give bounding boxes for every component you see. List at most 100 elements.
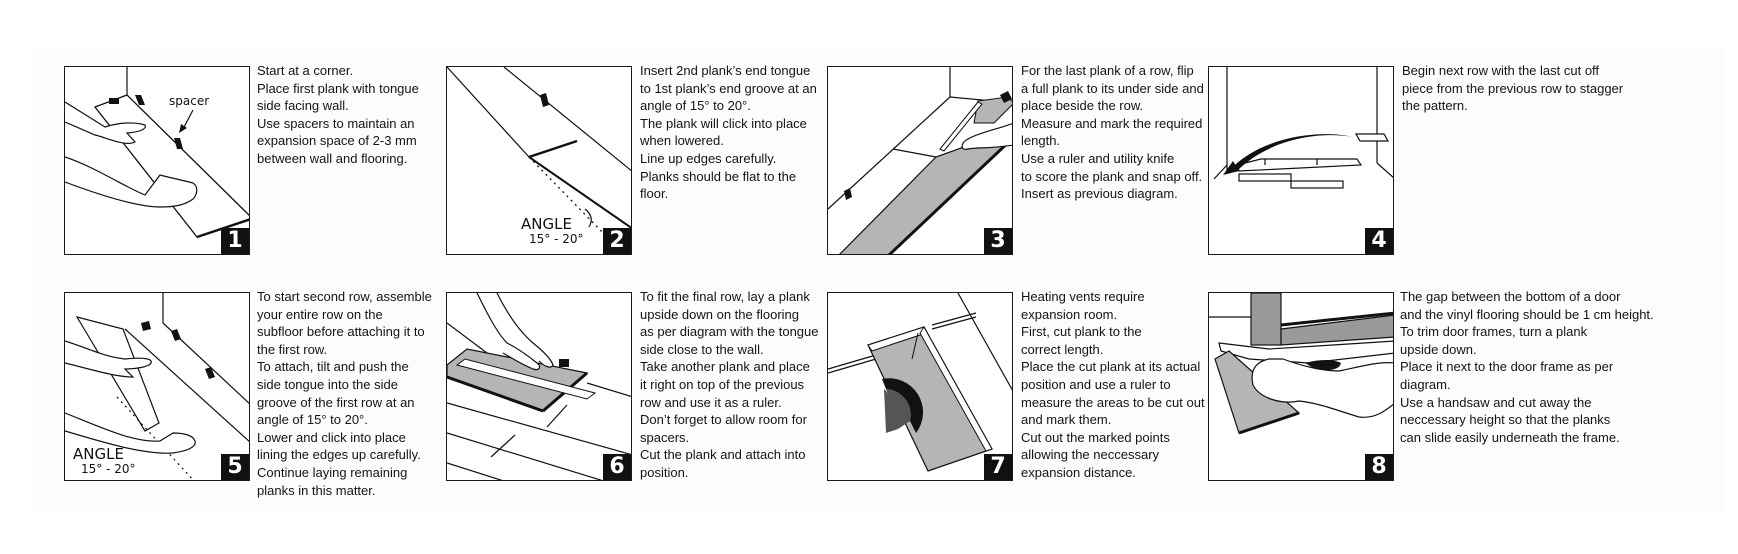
instruction-line: lining the edges up carefully. — [257, 447, 421, 463]
instruction-line: Begin next row with the last cut off — [1402, 63, 1600, 78]
instruction-line: Lower and click into place — [257, 429, 406, 445]
step-number-badge: 7 — [984, 454, 1012, 480]
instruction-line: Planks should be flat to the — [640, 168, 797, 184]
door-frame — [1250, 293, 1282, 346]
instruction-line: The plank will click into place — [640, 115, 807, 131]
step-panel-2: ANGLE 15° - 20° 2 — [446, 66, 632, 255]
instruction-line: side facing wall. — [257, 98, 349, 114]
step-number-badge: 4 — [1365, 228, 1393, 254]
instruction-line: Start at a corner. — [257, 63, 354, 78]
utility-knife-icon — [939, 101, 983, 152]
step-8-illustration: 8 — [1208, 292, 1394, 481]
step-number-badge: 2 — [603, 228, 631, 254]
step-panel-4: 4 — [1208, 66, 1394, 255]
step-1-illustration: spacer 1 — [64, 66, 250, 255]
step-3-instructions: For the last plank of a row, flip a full… — [1021, 62, 1204, 203]
spacer-label: spacer — [169, 94, 209, 108]
instruction-line: Cut out the marked points — [1021, 429, 1170, 445]
instruction-line: allowing the neccessary — [1021, 447, 1160, 463]
instruction-line: First, cut plank to the — [1021, 324, 1142, 340]
instruction-line: angle of 15° to 20°. — [257, 412, 368, 428]
instruction-line: can slide easily underneath the frame. — [1400, 429, 1620, 445]
step-7-illustration: 7 — [827, 292, 1013, 481]
angle-label: ANGLE — [521, 215, 572, 233]
instruction-line: To start second row, assemble — [257, 289, 432, 304]
instruction-line: Use a ruler and utility knife — [1021, 150, 1175, 166]
spacer-block — [1000, 91, 1012, 103]
step-2-illustration: ANGLE 15° - 20° 2 — [446, 66, 632, 255]
instruction-line: side close to the wall. — [640, 341, 764, 357]
hand-icon — [1251, 358, 1393, 418]
heating-vent-icon — [886, 389, 911, 429]
plank-placement-drawing: spacer — [65, 67, 249, 239]
instruction-line: For the last plank of a row, flip — [1021, 63, 1194, 78]
instruction-line: correct length. — [1021, 341, 1104, 357]
step-6-instructions: To fit the final row, lay a plank upside… — [640, 288, 819, 482]
step-number-badge: 6 — [603, 454, 631, 480]
angle-range-label: 15° - 20° — [529, 232, 584, 246]
step-panel-8: 8 — [1208, 292, 1394, 481]
instruction-line: it right on top of the previous — [640, 376, 805, 392]
hand-icon — [65, 412, 196, 454]
instruction-line: upside down on the flooring — [640, 306, 800, 322]
instruction-line: Place the cut plank at its actual — [1021, 359, 1201, 375]
cut-off-piece — [1354, 133, 1390, 142]
step-number-badge: 1 — [221, 228, 249, 254]
instruction-line: position and use a ruler to — [1021, 376, 1171, 392]
instruction-line: Don’t forget to allow room for — [640, 412, 807, 428]
instruction-line: The gap between the bottom of a door — [1400, 289, 1621, 304]
spacer-block — [109, 98, 119, 104]
spacer-block — [540, 93, 549, 107]
instruction-line: groove of the first row at an — [257, 394, 415, 410]
instruction-line: to 1st plank’s end groove at an — [640, 80, 817, 96]
instruction-line: Cut the plank and attach into — [640, 447, 806, 463]
hand-icon — [65, 156, 198, 208]
instruction-line: To attach, tilt and push the — [257, 359, 409, 375]
step-panel-1: spacer 1 — [64, 66, 250, 255]
step-5-instructions: To start second row, assemble your entir… — [257, 288, 432, 499]
instruction-line: measure the areas to be cut out — [1021, 394, 1205, 410]
angle-label: ANGLE — [73, 445, 124, 463]
step-7-instructions: Heating vents require expansion room. Fi… — [1021, 288, 1205, 482]
instruction-line: expansion room. — [1021, 306, 1118, 322]
door-frame-trim-drawing — [1209, 293, 1393, 435]
step-panel-7: 7 — [827, 292, 1013, 481]
spacer-block — [171, 329, 181, 341]
instruction-line: diagram. — [1400, 376, 1451, 392]
step-6-illustration: 6 — [446, 292, 632, 481]
step-panel-6: 6 — [446, 292, 632, 481]
instruction-line: neccessary height so that the planks — [1400, 412, 1611, 428]
instruction-line: your entire row on the — [257, 306, 383, 322]
instruction-line: planks in this matter. — [257, 482, 376, 498]
instruction-line: expansion space of 2-3 mm — [257, 133, 417, 149]
instruction-line: to score the plank and snap off. — [1021, 168, 1203, 184]
instruction-line: Use spacers to maintain an — [257, 115, 415, 131]
instruction-line: a full plank to its under side and — [1021, 80, 1204, 96]
step-2-instructions: Insert 2nd plank’s end tongue to 1st pla… — [640, 62, 817, 203]
step-1-instructions: Start at a corner. Place first plank wit… — [257, 62, 419, 168]
instruction-line: piece from the previous row to stagger — [1402, 80, 1624, 96]
instruction-line: as per diagram with the tongue — [640, 324, 819, 340]
instruction-line: Line up edges carefully. — [640, 150, 777, 166]
instruction-line: and mark them. — [1021, 412, 1112, 428]
handsaw-grip-icon — [1305, 360, 1341, 371]
instruction-line: Place it next to the door frame as per — [1400, 359, 1614, 375]
instruction-line: Take another plank and place — [640, 359, 810, 375]
instruction-line: Place first plank with tongue — [257, 80, 419, 96]
final-row-marking-drawing — [447, 293, 631, 480]
hand-icon — [961, 123, 1012, 150]
step-8-instructions: The gap between the bottom of a door and… — [1400, 288, 1654, 446]
instruction-line: and the vinyl flooring should be 1 cm he… — [1400, 306, 1654, 322]
step-number-badge: 8 — [1365, 454, 1393, 480]
step-4-illustration: 4 — [1208, 66, 1394, 255]
instruction-line: row and use it as a ruler. — [640, 394, 782, 410]
angle-range-label: 15° - 20° — [81, 462, 136, 476]
hand-icon — [65, 101, 146, 144]
instruction-line: upside down. — [1400, 341, 1477, 357]
step-panel-5: ANGLE 15° - 20° 5 — [64, 292, 250, 481]
instruction-line: To trim door frames, turn a plank — [1400, 324, 1588, 340]
instruction-line: Heating vents require — [1021, 289, 1145, 304]
step-3-illustration: 3 — [827, 66, 1013, 255]
spacer-block — [205, 367, 215, 379]
instruction-line: Continue laying remaining — [257, 464, 408, 480]
